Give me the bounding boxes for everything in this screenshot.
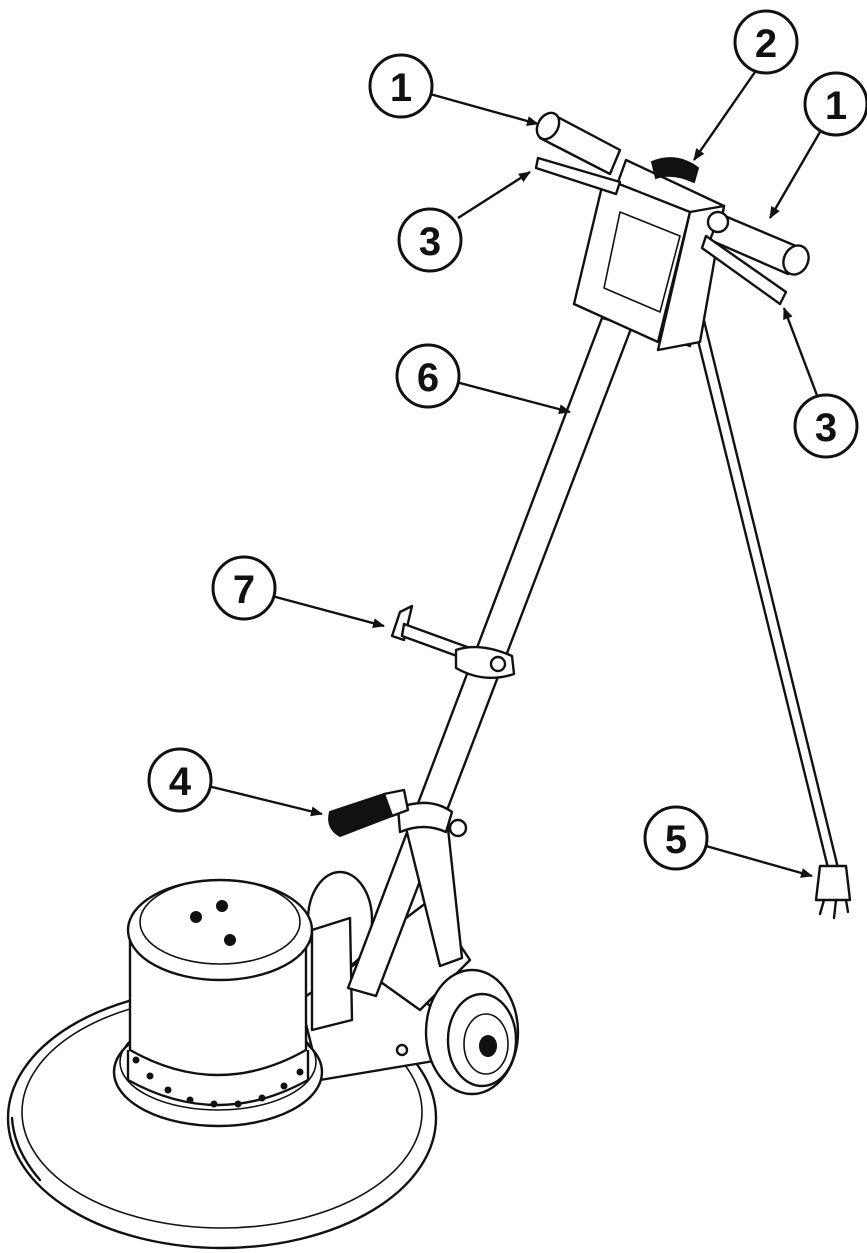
callout-6-label: 6 [417,356,439,400]
callout-5: 5 [643,805,813,878]
callout-3-left: 3 [397,170,531,273]
cord-hook [390,604,516,680]
transport-wheel [395,968,520,1096]
handle-yoke [396,801,468,968]
callout-4: 4 [147,747,323,817]
callout-6: 6 [395,343,571,415]
callout-2-label: 2 [755,22,777,66]
callout-7: 7 [211,555,385,628]
trigger-lever-right [700,234,788,306]
control-switch [650,157,700,184]
callout-2: 2 [693,9,799,161]
power-cord [686,294,840,870]
gear-block [310,916,354,1032]
handle-grip-right [706,210,810,276]
trigger-lever-left [534,156,622,196]
power-plug [814,864,852,920]
callout-1-right-label: 1 [825,84,847,128]
callout-1-left: 1 [368,53,539,126]
callout-3-right: 3 [782,307,859,459]
handle-grip-left [535,111,622,176]
control-box [572,158,726,352]
callout-4-label: 4 [169,760,192,804]
callout-1-left-label: 1 [390,66,412,110]
machine-illustration [6,111,852,1250]
callout-1-right: 1 [768,71,867,219]
motor-housing [112,878,324,1128]
handle-release-lever [328,788,410,838]
callout-3-right-label: 3 [815,406,837,450]
callout-3-left-label: 3 [419,220,441,264]
callout-5-label: 5 [665,818,687,862]
callout-7-label: 7 [233,568,255,612]
